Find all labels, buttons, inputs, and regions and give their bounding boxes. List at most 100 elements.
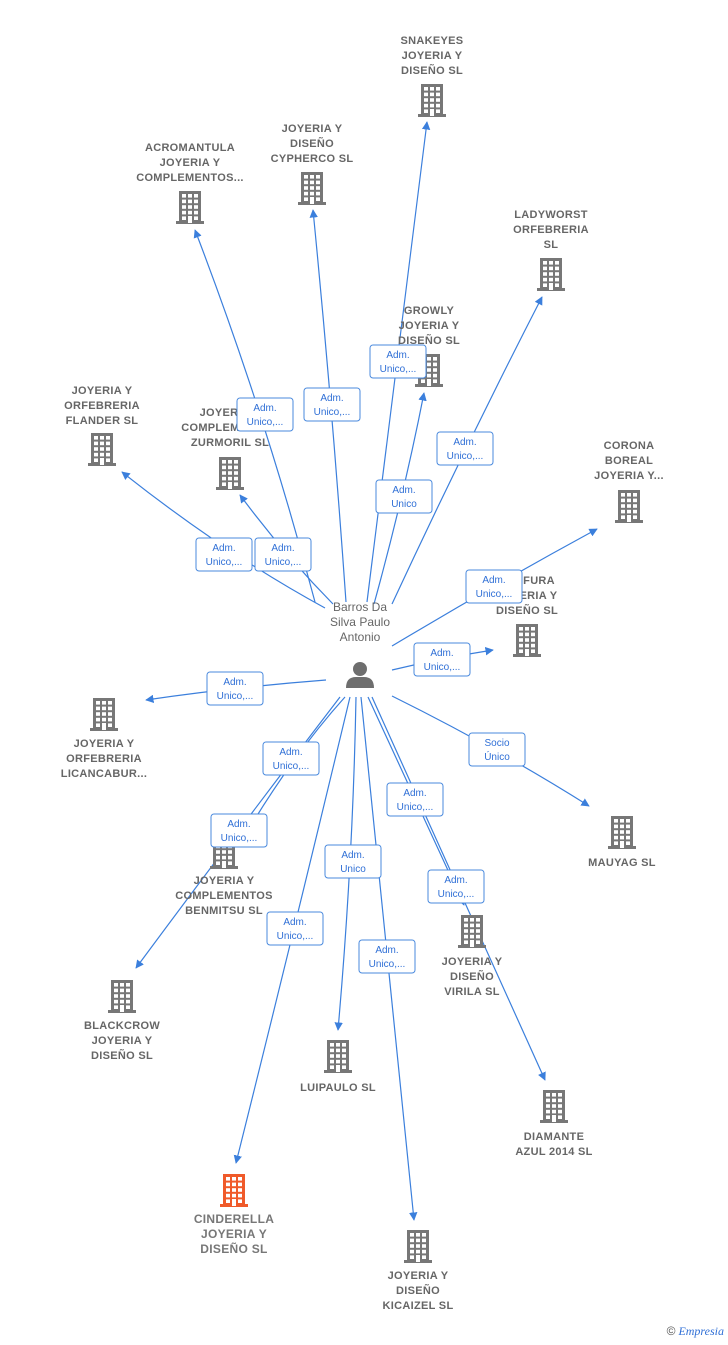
edge-role-label[interactable]: Adm.Unico,... xyxy=(358,939,416,974)
edge-role-label[interactable]: Adm.Unico,... xyxy=(254,537,312,572)
footer-brand[interactable]: ©Empresia xyxy=(667,1324,724,1339)
edge-role-label[interactable]: Adm.Unico,... xyxy=(386,782,444,817)
role-text: Unico,... xyxy=(277,931,314,942)
company-name-line: DISEÑO SL xyxy=(91,1049,153,1062)
building-icon[interactable] xyxy=(418,84,446,117)
building-icon[interactable] xyxy=(404,1230,432,1263)
edge-role-label[interactable]: Adm.Unico xyxy=(324,844,382,879)
role-text: Adm. xyxy=(223,677,246,688)
company-name-line: LADYWORST xyxy=(514,209,588,221)
building-icon[interactable] xyxy=(176,191,204,224)
company-node-corona[interactable]: CORONA BOREAL JOYERIA Y... xyxy=(594,440,664,523)
role-text: Unico,... xyxy=(217,691,254,702)
edge-role-label[interactable]: Adm.Unico,... xyxy=(369,344,427,379)
company-node-licancabur[interactable]: JOYERIA YORFEBRERIALICANCABUR... xyxy=(61,698,147,780)
building-icon[interactable] xyxy=(88,433,116,466)
role-text: Unico,... xyxy=(247,417,284,428)
role-text: Unico,... xyxy=(273,761,310,772)
building-icon[interactable] xyxy=(108,980,136,1013)
company-name-line: BOREAL xyxy=(605,455,653,467)
company-name-line: CINDERELLA xyxy=(194,1212,274,1226)
role-text: Unico,... xyxy=(206,557,243,568)
building-icon[interactable] xyxy=(324,1040,352,1073)
company-name-line: DISEÑO xyxy=(290,137,334,150)
edge-role-label[interactable]: Adm. Unico,... xyxy=(206,671,264,706)
edge-role-label[interactable]: Adm.Unico xyxy=(375,479,433,514)
company-name-line: ORFEBRERIA xyxy=(66,753,142,765)
edge-role-label[interactable]: Adm. Unico,... xyxy=(195,537,253,572)
role-text: Adm. xyxy=(212,543,235,554)
company-name-line: CYPHERCO SL xyxy=(271,153,354,165)
company-name-line: ORFEBRERIA xyxy=(513,224,589,236)
building-icon[interactable] xyxy=(615,490,643,523)
edge-role-label[interactable]: Adm.Unico,... xyxy=(236,397,294,432)
edge-role-label[interactable]: Adm.Unico,... xyxy=(413,642,471,677)
company-name-line: JOYERIA Y xyxy=(74,738,135,750)
edge-role-label[interactable]: Adm. Unico,... xyxy=(262,741,320,776)
company-name-line: COMPLEMENTOS xyxy=(175,890,273,902)
role-text: Unico,... xyxy=(221,833,258,844)
company-name-line: DISEÑO SL xyxy=(200,1241,267,1256)
company-node-mauyag[interactable]: MAUYAG SL xyxy=(588,816,656,869)
company-name-line: JOYERIA Y xyxy=(399,320,460,332)
company-node-luipaulo[interactable]: LUIPAULO SL xyxy=(300,1040,376,1094)
company-name-line: DISEÑO xyxy=(396,1284,440,1297)
company-name-line: JOYERIA Y xyxy=(72,385,133,397)
role-text: Adm. xyxy=(430,648,453,659)
edge-role-label[interactable]: Adm.Unico,... xyxy=(465,569,523,604)
building-icon[interactable] xyxy=(458,915,486,948)
role-text: Socio xyxy=(484,738,509,749)
building-icon[interactable] xyxy=(90,698,118,731)
role-text: Adm. xyxy=(227,819,250,830)
role-text: Adm. xyxy=(283,917,306,928)
company-name-line: JOYERIA Y xyxy=(442,956,503,968)
edge-role-label[interactable]: Adm.Unico,... xyxy=(436,431,494,466)
edge-role-label[interactable]: Adm. Unico,... xyxy=(210,813,268,848)
company-name-line: JOYERIA Y xyxy=(388,1270,449,1282)
company-name-line: BENMITSU SL xyxy=(185,905,263,917)
company-name-line: DISEÑO SL xyxy=(496,604,558,617)
building-icon[interactable] xyxy=(220,1174,248,1207)
building-icon[interactable] xyxy=(216,457,244,490)
role-text: Adm. xyxy=(386,350,409,361)
role-text: Unico xyxy=(391,499,417,510)
company-name-line: VIRILA SL xyxy=(444,986,499,998)
role-text: Unico xyxy=(340,864,366,875)
role-text: Único xyxy=(484,750,510,763)
person-name-line: Silva Paulo xyxy=(330,615,390,629)
building-icon[interactable] xyxy=(540,1090,568,1123)
building-icon[interactable] xyxy=(298,172,326,205)
edge-role-label[interactable]: Adm. Unico,... xyxy=(266,911,324,946)
edge-role-label[interactable]: Adm. Unico,... xyxy=(303,387,361,422)
edge-role-label[interactable]: Adm.Unico,... xyxy=(427,869,485,904)
building-icon[interactable] xyxy=(537,258,565,291)
building-icon[interactable] xyxy=(513,624,541,657)
role-text: Adm. xyxy=(279,747,302,758)
brand-name: Empresia xyxy=(678,1324,724,1338)
building-icon[interactable] xyxy=(608,816,636,849)
role-text: Adm. xyxy=(320,393,343,404)
company-name-line: DISEÑO SL xyxy=(401,64,463,77)
company-name-line: CORONA xyxy=(604,440,655,452)
company-name-line: MAUYAG SL xyxy=(588,857,656,869)
role-text: Adm. xyxy=(453,437,476,448)
company-name-line: BLACKCROW xyxy=(84,1020,160,1032)
company-name-line: FLANDER SL xyxy=(66,415,139,427)
company-name-line: JOYERIA Y... xyxy=(594,470,664,482)
company-name-line: SNAKEYES xyxy=(401,35,464,47)
role-text: Unico,... xyxy=(314,407,351,418)
role-text: Unico,... xyxy=(438,889,475,900)
